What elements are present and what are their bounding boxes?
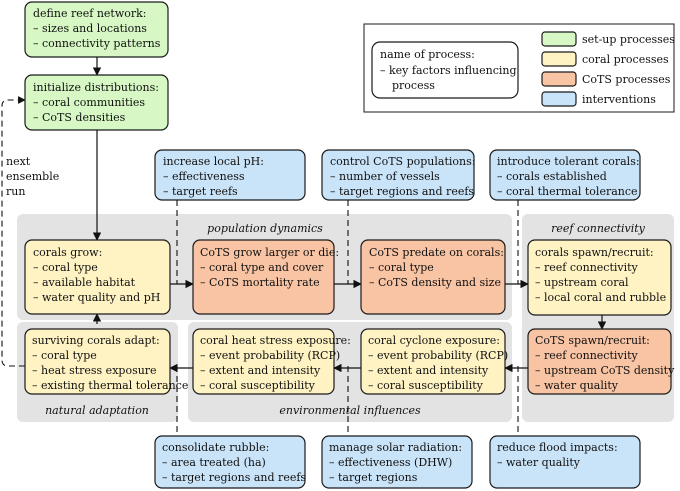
box-item: – CoTS mortality rate: [200, 276, 320, 289]
legend-template-line2: process: [392, 79, 435, 92]
box-item: – target regions: [329, 471, 418, 484]
legend: name of process: – key factors influenci…: [363, 23, 675, 113]
loop-label-line1: next: [6, 155, 31, 168]
box-item: – event probability (RCP): [368, 349, 508, 362]
box-title: introduce tolerant corals:: [497, 155, 640, 168]
box-item: – effectiveness (DHW): [329, 456, 452, 469]
box-item: – upstream CoTS density: [535, 364, 675, 377]
box-item: – area treated (ha): [162, 456, 266, 469]
box-item: – target reefs: [163, 185, 238, 198]
cots-spawn-box: CoTS spawn/recruit: – reef connectivity …: [527, 328, 675, 395]
box-item: – number of vessels: [330, 170, 440, 183]
natural-adaptation-label: natural adaptation: [45, 404, 149, 417]
box-item: – upstream coral: [535, 276, 629, 289]
introduce-tolerant-corals-box: introduce tolerant corals: – corals esta…: [489, 149, 641, 201]
box-item: – target regions and reefs: [330, 185, 474, 198]
box-item: – connectivity patterns: [33, 37, 161, 50]
legend-label-setup: set-up processes: [582, 33, 675, 46]
box-item: – water quality: [497, 456, 581, 469]
box-item: – CoTS densities: [33, 111, 126, 124]
next-ensemble-run-loop: [1, 96, 26, 367]
loop-label-line2: ensemble: [6, 170, 59, 183]
box-item: – extent and intensity: [200, 364, 321, 377]
box-item: – coral thermal tolerance: [497, 185, 638, 198]
box-title: CoTS grow larger or die:: [200, 246, 339, 259]
box-title: CoTS predate on corals:: [369, 246, 504, 259]
box-title: surviving corals adapt:: [32, 334, 160, 347]
reef-connectivity-label: reef connectivity: [551, 222, 646, 235]
box-title: corals spawn/recruit:: [535, 246, 654, 259]
corals-spawn-box: corals spawn/recruit: – reef connectivit…: [527, 239, 672, 316]
box-item: – coral susceptibility: [368, 379, 484, 392]
box-item: – reef connectivity: [535, 349, 639, 362]
box-item: – target regions and reefs: [162, 471, 306, 484]
box-item: – existing thermal tolerance: [32, 379, 188, 392]
box-item: – extent and intensity: [368, 364, 489, 377]
box-item: – available habitat: [33, 276, 136, 289]
manage-solar-radiation-box: manage solar radiation: – effectiveness …: [321, 435, 473, 489]
box-title: initialize distributions:: [33, 81, 159, 94]
box-item: – water quality and pH: [33, 291, 160, 304]
box-item: – coral type: [32, 349, 97, 362]
legend-label-interventions: interventions: [582, 93, 656, 106]
population-dynamics-label: population dynamics: [207, 222, 323, 235]
box-item: – sizes and locations: [33, 22, 147, 35]
legend-template-line1: – key factors influencing: [380, 64, 517, 77]
loop-label-line3: run: [6, 185, 25, 198]
define-reef-network-box: define reef network: – sizes and locatio…: [24, 1, 169, 58]
coral-heat-stress-box: coral heat stress exposure: – event prob…: [192, 328, 351, 395]
box-title: reduce flood impacts:: [497, 441, 618, 454]
control-cots-populations-box: control CoTS populations: – number of ve…: [321, 149, 475, 201]
corals-grow-box: corals grow: – coral type – available ha…: [24, 239, 171, 315]
legend-template-title: name of process:: [380, 48, 475, 61]
box-item: – reef connectivity: [535, 261, 639, 274]
box-item: – coral type: [33, 261, 98, 274]
box-item: – water quality: [535, 379, 619, 392]
box-title: manage solar radiation:: [329, 441, 462, 454]
box-item: – heat stress exposure: [32, 364, 157, 377]
box-item: – local coral and rubble: [535, 291, 666, 304]
box-title: coral cyclone exposure:: [368, 334, 500, 347]
box-item: – coral communities: [33, 96, 145, 109]
increase-local-ph-box: increase local pH: – effectiveness – tar…: [154, 149, 306, 201]
box-title: CoTS spawn/recruit:: [535, 334, 650, 347]
box-title: coral heat stress exposure:: [200, 334, 351, 347]
initialize-distributions-box: initialize distributions: – coral commun…: [24, 74, 169, 131]
box-item: – CoTS density and size: [369, 276, 501, 289]
box-title: increase local pH:: [163, 155, 264, 168]
legend-swatch-cots: [541, 71, 577, 87]
legend-swatch-interventions: [541, 91, 577, 107]
cots-grow-box: CoTS grow larger or die: – coral type an…: [192, 239, 339, 315]
legend-swatch-coral: [541, 51, 577, 67]
box-title: define reef network:: [33, 7, 147, 20]
box-title: corals grow:: [33, 246, 102, 259]
legend-label-coral: coral processes: [582, 53, 669, 66]
reduce-flood-impacts-box: reduce flood impacts: – water quality: [489, 435, 641, 489]
box-item: – coral susceptibility: [200, 379, 316, 392]
box-item: – coral type: [369, 261, 434, 274]
box-item: – coral type and cover: [200, 261, 324, 274]
coral-cyclone-box: coral cyclone exposure: – event probabil…: [360, 328, 508, 395]
box-item: – corals established: [497, 170, 607, 183]
legend-label-cots: CoTS processes: [582, 73, 671, 86]
box-item: – effectiveness: [163, 170, 245, 183]
surviving-corals-adapt-box: surviving corals adapt: – coral type – h…: [24, 328, 188, 395]
environmental-influences-label: environmental influences: [279, 404, 421, 417]
box-title: control CoTS populations:: [330, 155, 475, 168]
cots-predate-box: CoTS predate on corals: – coral type – C…: [360, 239, 506, 315]
consolidate-rubble-box: consolidate rubble: – area treated (ha) …: [154, 435, 306, 489]
legend-template-box: [371, 41, 519, 99]
box-item: – event probability (RCP): [200, 349, 340, 362]
legend-swatch-setup: [541, 31, 577, 47]
box-title: consolidate rubble:: [162, 441, 269, 454]
